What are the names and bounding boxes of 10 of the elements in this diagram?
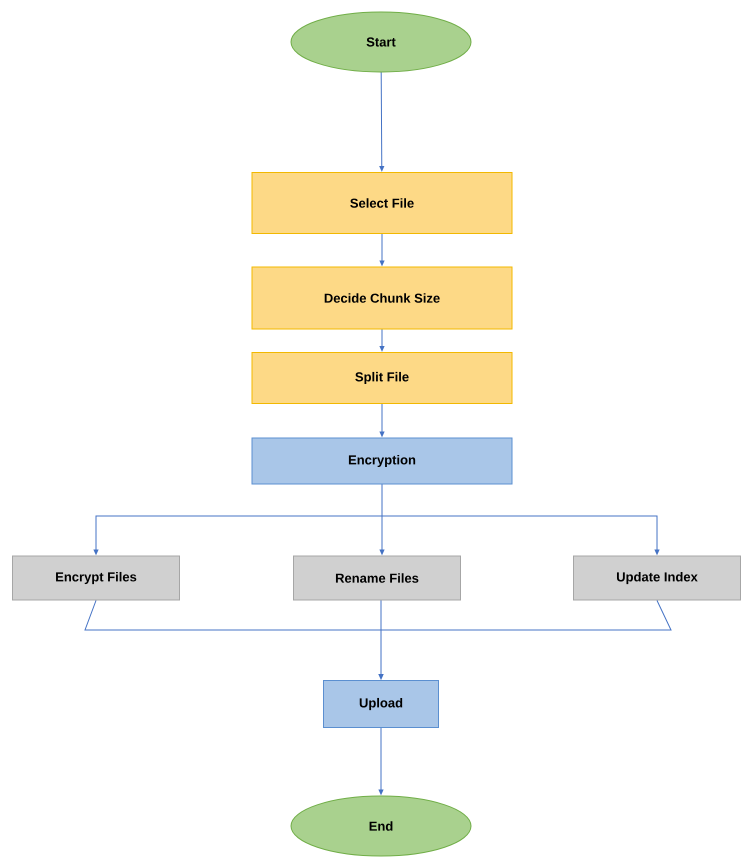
process-box: Select File bbox=[252, 172, 512, 234]
terminal-oval: End bbox=[290, 796, 472, 856]
process-box: Upload bbox=[323, 680, 439, 728]
process-box: Rename Files bbox=[293, 556, 461, 600]
process-box: Encryption bbox=[252, 438, 512, 484]
process-box: Split File bbox=[252, 352, 512, 404]
process-box: Decide Chunk Size bbox=[252, 266, 512, 330]
terminal-oval: Start bbox=[290, 12, 472, 72]
process-box: Update Index bbox=[573, 556, 741, 600]
process-box: Encrypt Files bbox=[12, 556, 180, 600]
